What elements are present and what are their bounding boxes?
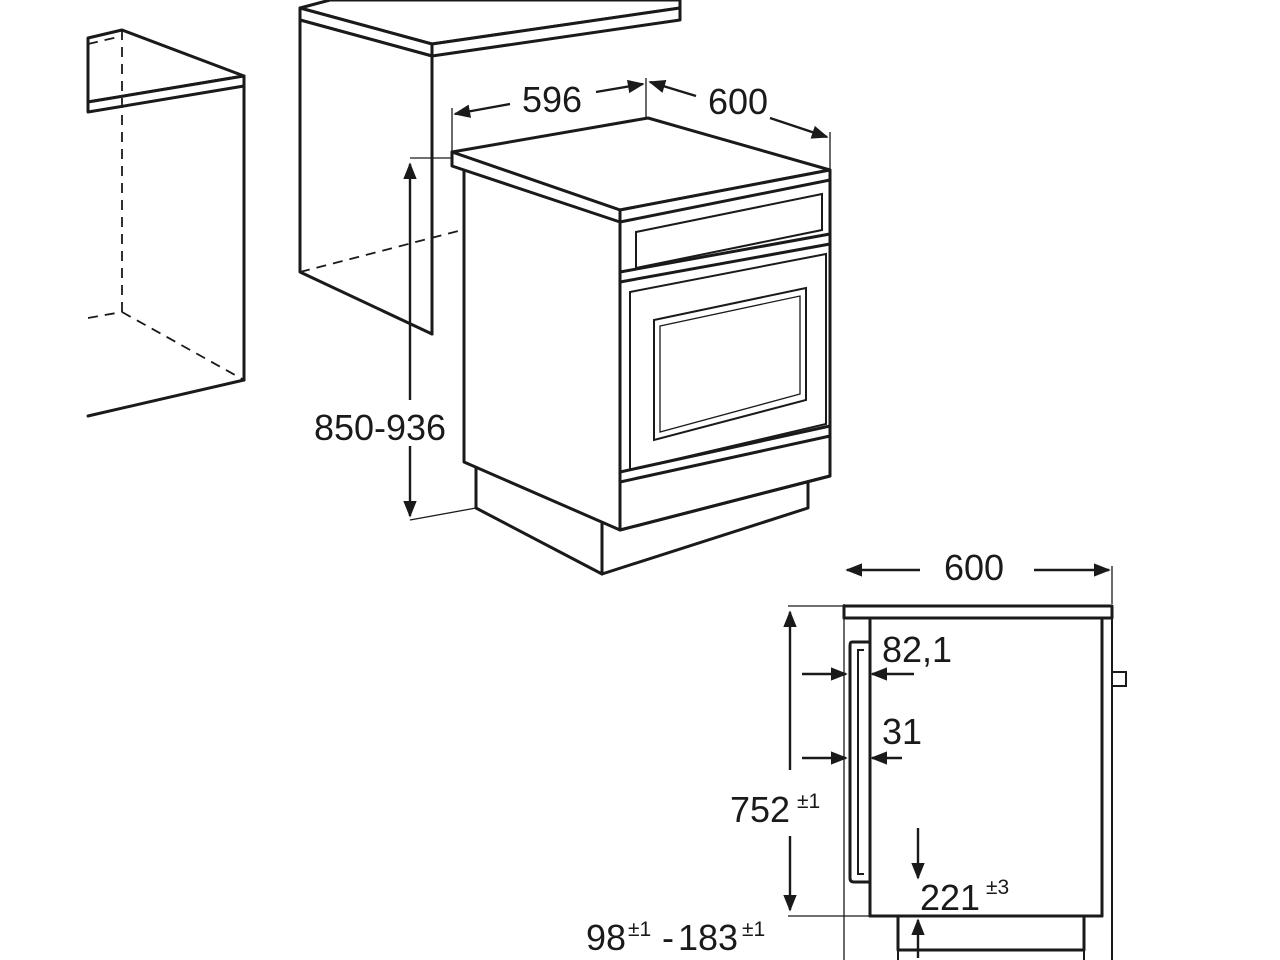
dimension-door-offset: 82,1 <box>802 629 952 681</box>
dim-752-tolerance: ±1 <box>797 790 820 813</box>
dimension-body-height: 752 ±1 <box>730 605 870 917</box>
dim-98: 98 <box>586 917 626 958</box>
dimension-height-3d: 850-936 <box>314 157 477 521</box>
dimension-feet-range: 98 ±1 - 183 ±1 <box>586 917 765 958</box>
dim-221: 221 <box>920 877 980 918</box>
dimension-handle-offset: 31 <box>802 711 922 765</box>
dim-side-depth-600: 600 <box>944 547 1004 588</box>
dim-183: 183 <box>678 917 738 958</box>
cooker-3d <box>450 116 832 576</box>
dim-221-tolerance: ±3 <box>986 876 1009 899</box>
dim-183-tolerance: ±1 <box>742 918 765 941</box>
cooker-side-view <box>842 604 1127 960</box>
dim-31: 31 <box>882 711 922 752</box>
dimension-depth-3d: 600 <box>648 79 831 170</box>
dim-feet-separator: - <box>662 917 674 958</box>
left-kitchen-cabinet <box>86 28 246 418</box>
dimension-depth-side: 600 <box>843 547 1113 960</box>
dimension-plinth-height: 221 ±3 <box>911 828 1009 958</box>
dim-98-tolerance: ±1 <box>628 918 651 941</box>
dimension-width-3d: 596 <box>451 78 647 152</box>
dim-82-1: 82,1 <box>882 629 952 670</box>
dim-width-596: 596 <box>522 79 582 120</box>
dim-depth-600: 600 <box>708 81 768 122</box>
dim-752: 752 <box>730 789 790 830</box>
dim-height-850-936: 850-936 <box>314 407 446 448</box>
right-kitchen-cabinet <box>298 0 682 336</box>
